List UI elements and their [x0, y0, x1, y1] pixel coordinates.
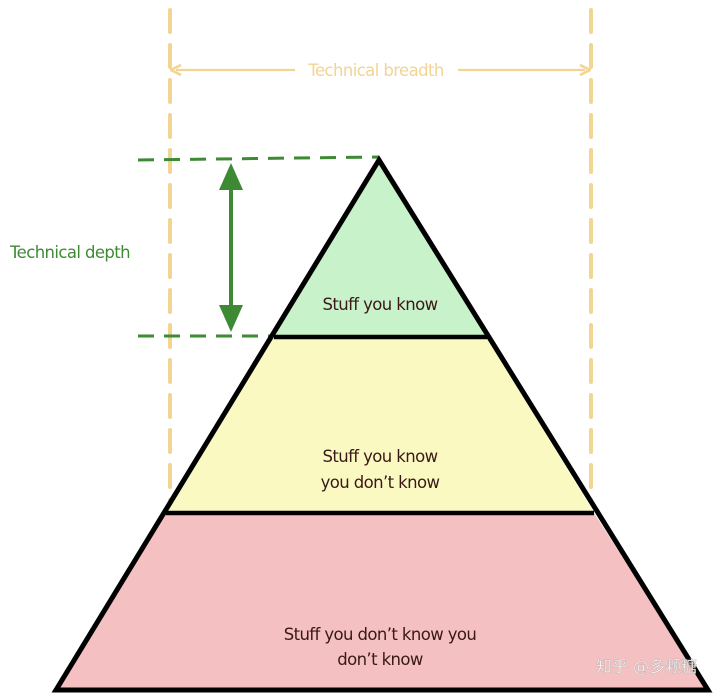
depth-arrow-up-head: [219, 163, 243, 190]
depth-arrow-down-head: [219, 305, 243, 332]
tier-known-unknown-label-line2: you don’t know: [321, 473, 440, 492]
pyramid-tier-known: [274, 160, 487, 337]
tier-unknown-unknown-label-line1: Stuff you don’t know you: [284, 625, 477, 644]
tier-known-label: Stuff you know: [322, 295, 437, 314]
pyramid-tier-unknown-unknown: [56, 513, 708, 690]
breadth-label: Technical breadth: [307, 61, 444, 80]
pyramid-outline: [51, 155, 713, 693]
tier-known-unknown-label-line1: Stuff you know: [322, 447, 437, 466]
depth-label: Technical depth: [9, 243, 130, 262]
depth-top-guide: [137, 155, 380, 162]
pyramid-tier-known-unknown: [166, 337, 594, 513]
watermark: 知乎 @多颗糖: [596, 657, 697, 676]
tier-unknown-unknown-label-line2: don’t know: [337, 650, 423, 669]
